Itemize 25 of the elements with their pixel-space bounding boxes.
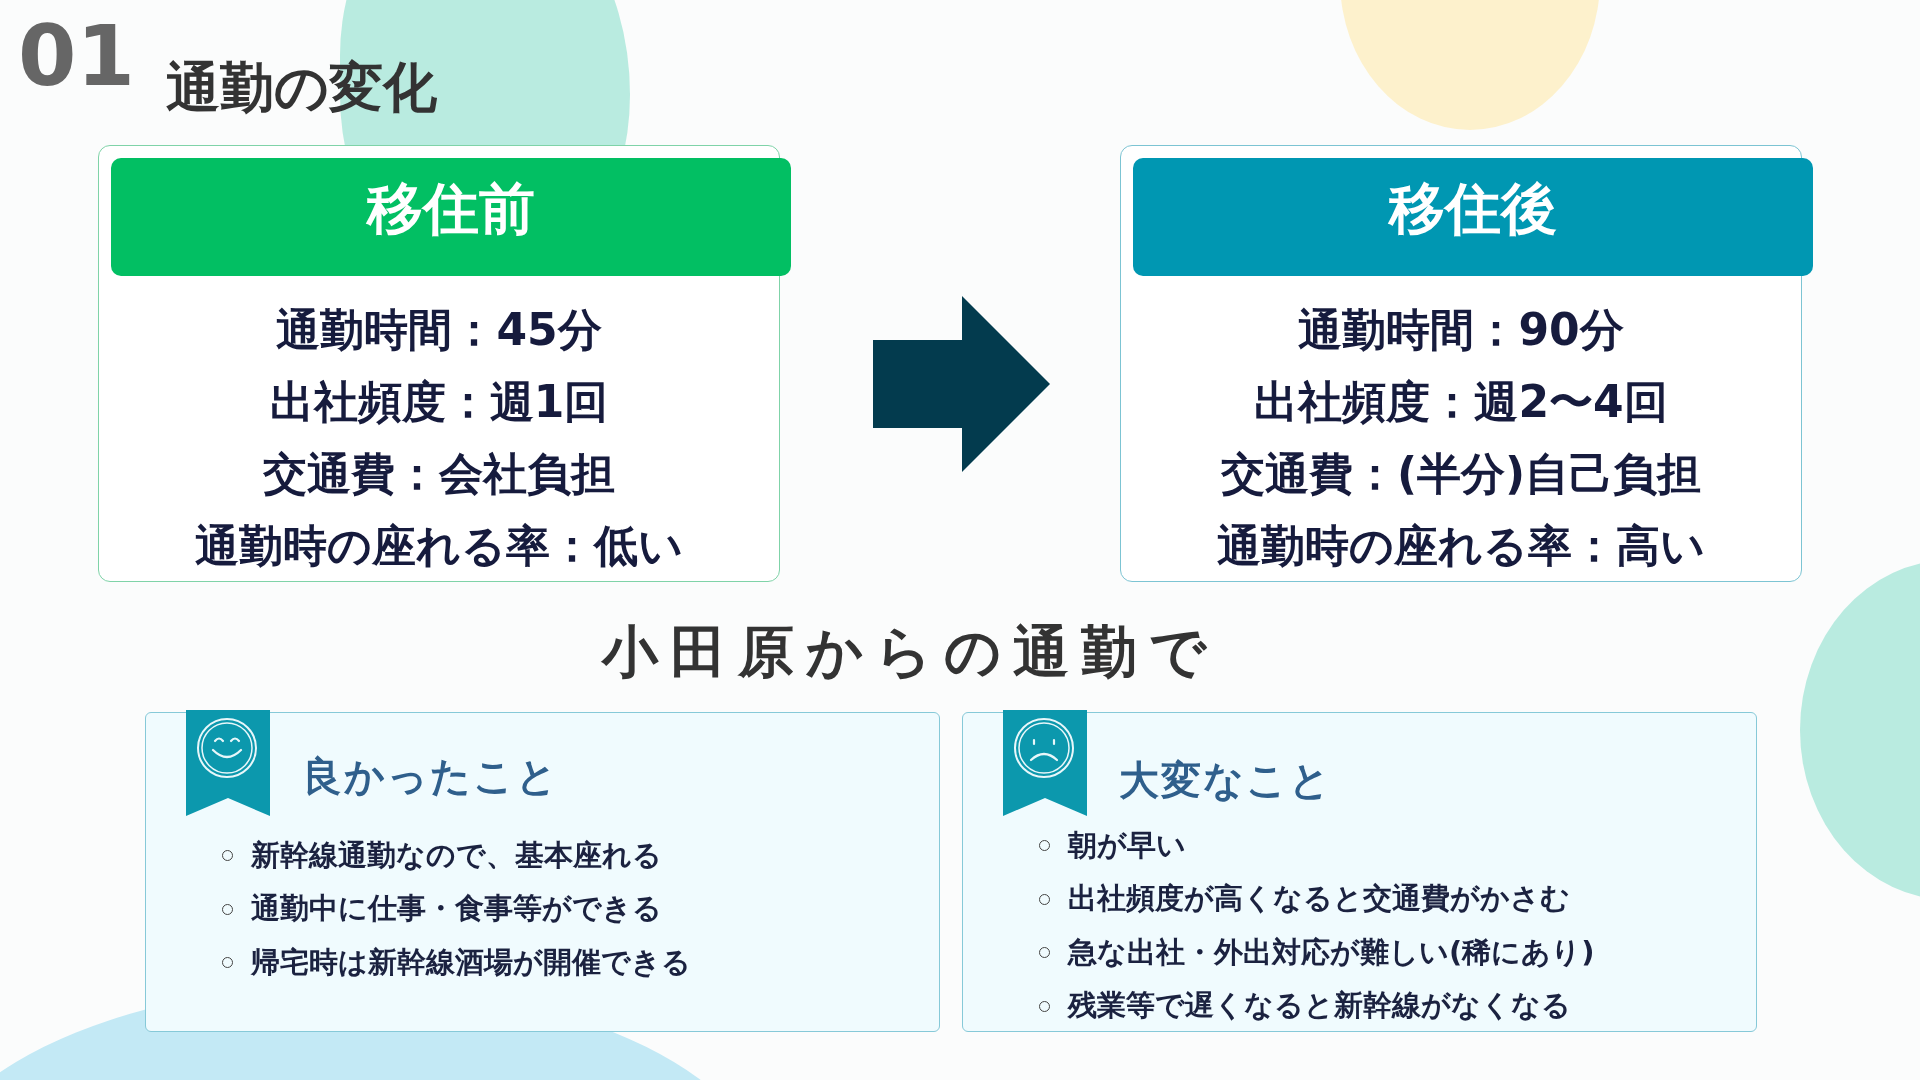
list-item: 新幹線通勤なので、基本座れる (251, 836, 662, 874)
arrow (873, 296, 1050, 472)
card-text: 交通費：会社負担 (263, 447, 615, 501)
list-item: 出社頻度が高くなると交通費がかさむ (1068, 880, 1570, 918)
info-card (145, 712, 940, 1032)
title: 通勤の変化 (166, 58, 437, 118)
list-item: 急な出社・外出対応が難しい(稀にあり) (1068, 933, 1595, 971)
card-text: 通勤時の座れる率：低い (195, 519, 683, 573)
card-heading: 大変なこと (1119, 756, 1332, 805)
list-item: 朝が早い (1068, 826, 1186, 864)
info-card (962, 712, 1757, 1032)
card-heading: 良かったこと (302, 752, 559, 801)
card-header: 移住前 (111, 158, 791, 276)
card-text: 出社頻度：週1回 (269, 375, 609, 429)
section-number: 01 (18, 14, 135, 98)
card-text: 出社頻度：週2〜4回 (1254, 375, 1668, 429)
card-text: 交通費：(半分)自己負担 (1220, 447, 1702, 501)
list-item: 帰宅時は新幹線酒場が開催できる (251, 943, 691, 981)
card-text: 通勤時間：45分 (276, 303, 602, 357)
subtitle: 小田原からの通勤で (600, 618, 1219, 686)
list-item: 残業等で遅くなると新幹線がなくなる (1068, 987, 1571, 1025)
card-header: 移住後 (1133, 158, 1813, 276)
card-text: 通勤時の座れる率：高い (1217, 519, 1705, 573)
list-item: 通勤中に仕事・食事等ができる (251, 890, 662, 928)
card-text: 通勤時間：90分 (1298, 303, 1624, 357)
